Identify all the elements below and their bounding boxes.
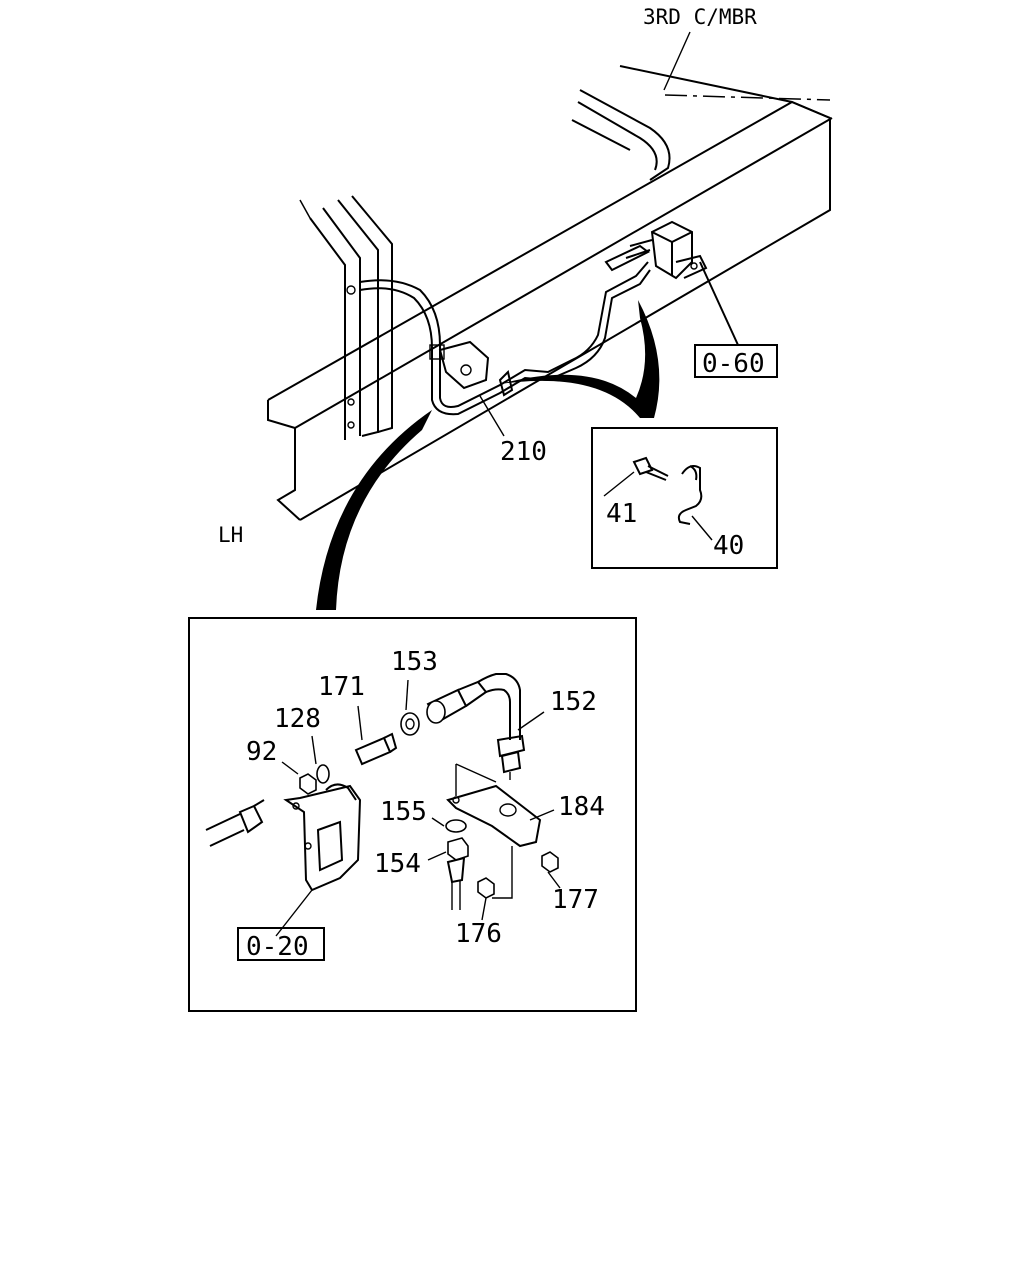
side-label: LH — [218, 523, 243, 547]
part-number-177: 177 — [552, 885, 599, 915]
part-number-184: 184 — [558, 792, 605, 822]
part-number-92: 92 — [246, 737, 277, 767]
detail-box-clip: 41 40 — [591, 427, 778, 569]
detail-arrow-left — [316, 410, 432, 610]
part-number-41: 41 — [606, 499, 637, 529]
relay-valve — [625, 220, 739, 346]
detail-arrow-right — [500, 300, 660, 418]
frame-rail — [267, 65, 833, 521]
part-number-154: 154 — [374, 849, 421, 879]
part-number-155: 155 — [380, 797, 427, 827]
brake-pipe-210 — [359, 244, 651, 416]
ref-label-0-20: 0-20 — [246, 932, 309, 962]
part-number-171: 171 — [318, 672, 365, 702]
part-number-128: 128 — [274, 704, 321, 734]
frame-member-label: 3RD C/MBR — [643, 5, 757, 29]
part-number-40: 40 — [713, 531, 744, 561]
detail-box-bracket: 153 171 128 92 152 184 155 154 177 176 0… — [188, 617, 637, 1012]
part-number-176: 176 — [455, 919, 502, 949]
part-number-152: 152 — [550, 687, 597, 717]
part-number-153: 153 — [391, 647, 438, 677]
ref-label-0-60: 0-60 — [702, 349, 765, 379]
part-number-210: 210 — [500, 437, 547, 467]
ref-box-0-20 — [237, 927, 325, 961]
ref-box-0-60 — [694, 344, 778, 378]
